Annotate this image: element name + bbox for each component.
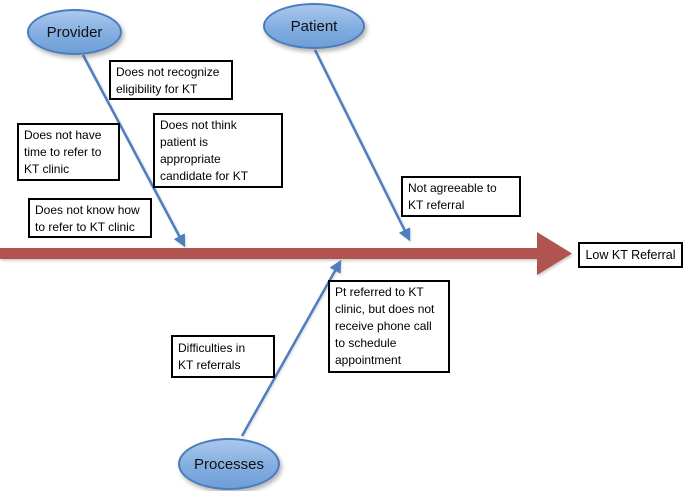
cause-box-no-phone-call: Pt referred to KT clinic, but does not r… [328,280,450,373]
category-label-processes: Processes [193,455,265,473]
cause-box-not-agreeable: Not agreeable to KT referral [401,176,521,217]
cause-box-not-appropriate-candidate: Does not think patient is appropriate ca… [153,113,283,188]
effect-box: Low KT Referral [578,242,683,268]
processes-branch-line [240,259,342,437]
effect-label: Low KT Referral [585,248,676,262]
cause-box-recognize-eligibility: Does not recognize eligibility for KT [109,60,233,100]
category-label-patient: Patient [290,17,338,35]
category-ellipse-provider: Provider [27,9,122,55]
category-ellipse-patient: Patient [263,3,365,49]
provider-branch-line [81,54,186,248]
cause-box-difficulties: Difficulties in KT referrals [171,335,275,378]
spine-arrow [0,232,572,275]
category-label-provider: Provider [46,23,103,41]
category-ellipse-processes: Processes [178,438,280,490]
patient-branch-line [313,49,411,242]
cause-box-not-know-how: Does not know how to refer to KT clinic [28,198,152,238]
cause-box-no-time: Does not have time to refer to KT clinic [17,123,120,181]
